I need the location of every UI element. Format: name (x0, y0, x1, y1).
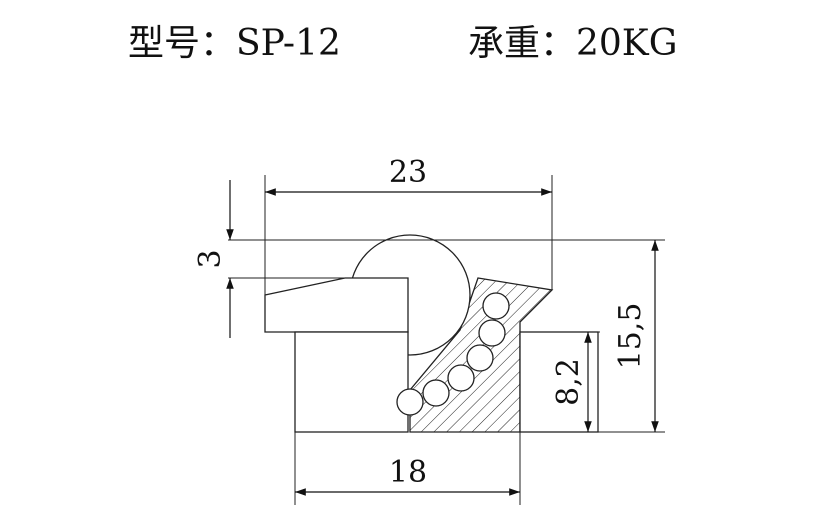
bearing-ball (482, 292, 510, 320)
body (294, 331, 409, 433)
dim-top-offset: 3 (193, 249, 228, 268)
bearing-ball (478, 319, 506, 347)
model-label: 型号：SP-12 (128, 23, 341, 64)
dim-total-height: 15,5 (613, 303, 648, 370)
bearing-ball (396, 388, 424, 416)
dim-lower-height: 8,2 (551, 358, 586, 406)
bearing-ball (447, 364, 475, 392)
load-label: 承重：20KG (468, 23, 678, 64)
dim-bottom-width: 18 (389, 455, 427, 490)
dim-top-width: 23 (389, 155, 427, 190)
flange (264, 277, 409, 333)
header: 型号：SP-12 承重：20KG (0, 14, 825, 64)
bearing-ball (422, 379, 450, 407)
bearing-ball (466, 344, 494, 372)
